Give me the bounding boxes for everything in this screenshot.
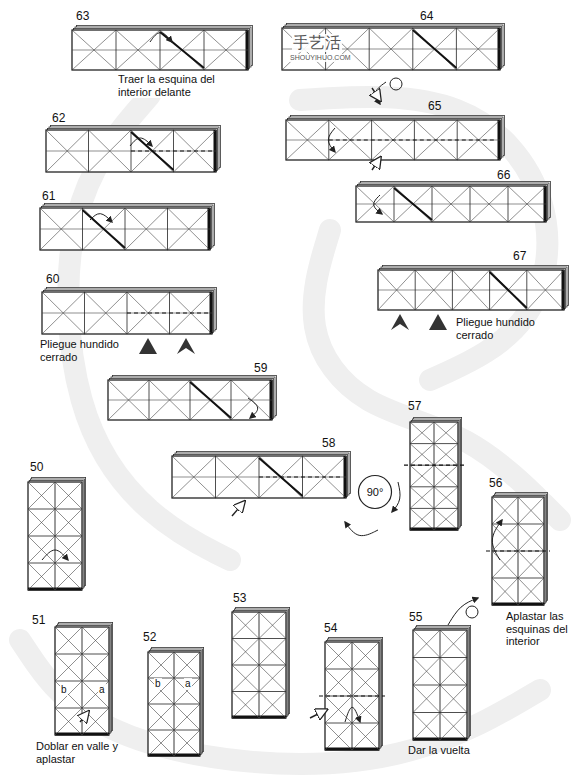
step-number: 60 [46,273,59,287]
instruction-text: Pliegue hundido cerrado [456,316,551,341]
fold-arrows [42,33,502,722]
sink-fold-symbols [139,314,447,354]
folded-strip [319,638,385,751]
step-number: 50 [30,461,43,475]
point-letter: b [60,684,68,696]
folded-strip [72,26,253,71]
step-number: 58 [322,437,335,451]
step-number: 65 [428,100,441,114]
instruction-text: Aplastar las esquinas del interior [506,610,578,648]
background-swirl [20,95,560,764]
folded-strip [378,266,569,311]
step-number: 59 [254,362,267,376]
step-number: 62 [52,112,65,126]
step-number: 64 [420,10,433,24]
folded-strip [282,24,505,71]
folded-strip [232,608,290,719]
step-number: 55 [409,611,422,625]
instruction-text: Traer la esquina del interior delante [117,73,244,98]
step-number: 63 [76,10,89,24]
folded-strip [286,116,505,161]
folded-strip [404,418,464,531]
watermark: SHOUYIHUO.COM [289,54,352,62]
step-number: 56 [489,477,502,491]
folded-strip [40,204,215,251]
step-number: 61 [42,190,55,204]
folded-strip [55,623,113,736]
point-letter: a [98,684,106,696]
rotation-angle: 90° [367,486,384,498]
step-number: 54 [324,622,337,636]
folded-strip [172,452,351,499]
folded-strip [28,478,86,591]
instruction-text: Doblar en valle y aplastar [36,740,141,765]
watermark: 手艺活 [292,34,342,52]
rotate-symbol: 90° [357,474,393,510]
step-number: 57 [408,400,421,414]
step-number: 51 [32,614,45,628]
folded-strip [486,493,550,606]
folded-strip [148,648,204,757]
instruction-text: Dar la vuelta [408,744,508,757]
step-number: 52 [143,631,156,645]
folded-strip [413,626,471,741]
point-letter: a [184,678,192,690]
folded-strip [356,182,551,223]
rotate-arrow [392,482,400,512]
folded-strip [46,126,221,173]
folded-strip [108,376,277,421]
step-number: 67 [513,250,526,264]
folded-strip [42,288,217,335]
point-letter: b [154,678,162,690]
step-number: 53 [233,592,246,606]
instruction-text: Pliegue hundido cerrado [40,338,135,363]
step-number: 66 [497,169,510,183]
